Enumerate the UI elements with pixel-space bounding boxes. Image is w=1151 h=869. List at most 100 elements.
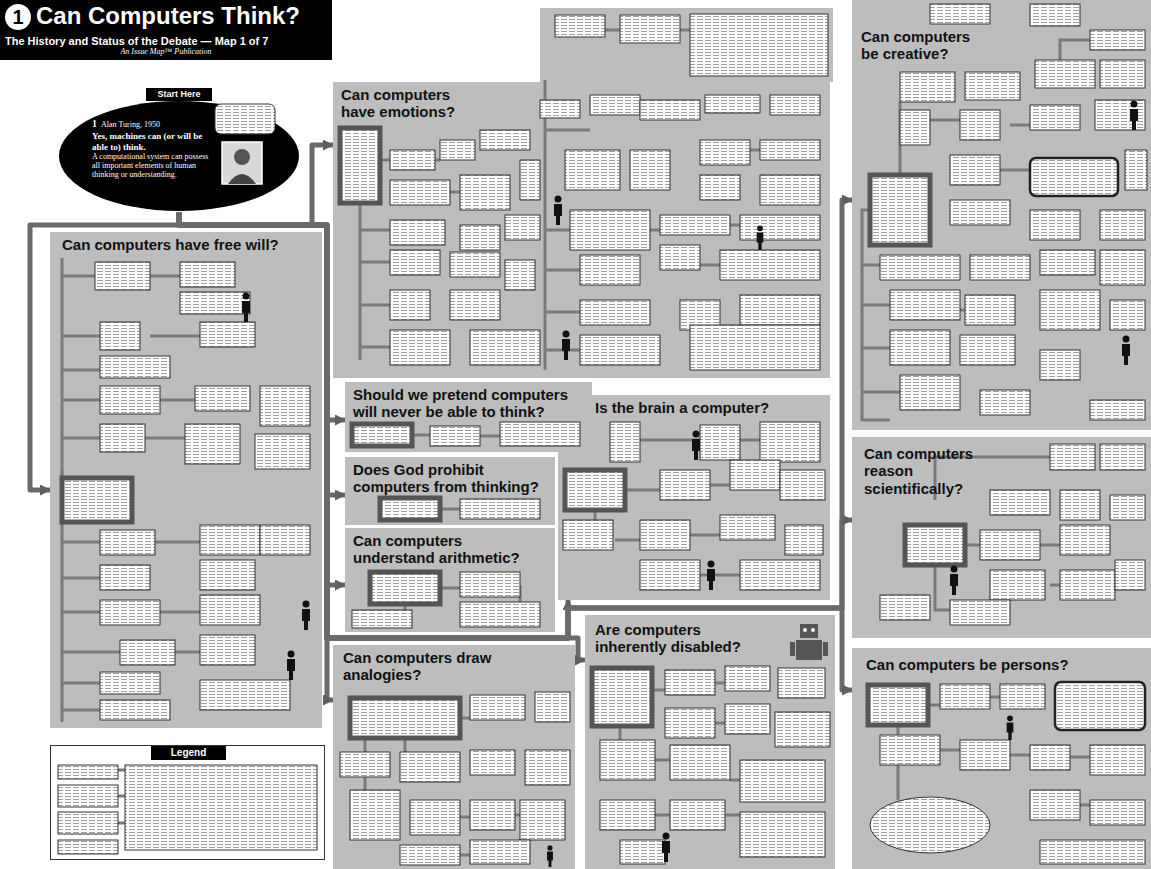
argument-boxes bbox=[890, 330, 950, 365]
panel-flow-arrows bbox=[62, 470, 125, 823]
argument-boxes bbox=[900, 110, 930, 145]
key-question-boxes bbox=[868, 685, 928, 725]
emotions-top-strip bbox=[540, 8, 833, 82]
portrait-photo bbox=[234, 149, 250, 165]
argument-boxes bbox=[1090, 30, 1145, 50]
robot-picture bbox=[790, 624, 828, 660]
argument-boxes bbox=[960, 740, 1010, 770]
argument-boxes bbox=[200, 595, 260, 625]
argument-boxes bbox=[580, 335, 660, 365]
start-text-column: 1Alan Turing, 1950Yes, machines can (or … bbox=[92, 118, 210, 180]
argument-boxes bbox=[1030, 745, 1070, 770]
region-heading: Does God prohibit computers from thinkin… bbox=[353, 461, 551, 496]
panel-flow-arrows bbox=[405, 435, 520, 610]
region-heading: Is the brain a computer? bbox=[595, 399, 815, 416]
argument-boxes bbox=[1050, 444, 1095, 470]
key-question-boxes bbox=[370, 572, 440, 604]
key-question-boxes bbox=[870, 175, 930, 245]
argument-boxes bbox=[200, 635, 255, 665]
argument-boxes bbox=[100, 700, 170, 720]
argument-boxes bbox=[460, 225, 500, 250]
region-heading-holder: Can computers understand arithmetic? bbox=[353, 532, 533, 567]
argument-boxes bbox=[100, 386, 160, 414]
argument-boxes bbox=[460, 175, 510, 210]
key-question-boxes bbox=[352, 424, 412, 446]
argument-boxes bbox=[980, 390, 1030, 415]
argument-boxes bbox=[100, 565, 150, 590]
argument-boxes bbox=[725, 666, 770, 691]
argument-boxes bbox=[470, 330, 540, 365]
argument-boxes bbox=[58, 765, 118, 779]
argument-boxes bbox=[660, 470, 710, 500]
panel-flow-arrows bbox=[62, 30, 1090, 855]
silhouette-figures bbox=[757, 225, 764, 250]
argument-boxes bbox=[390, 220, 445, 245]
callout-number: 1 bbox=[5, 4, 31, 30]
panel-flow-arrows bbox=[360, 30, 760, 370]
argument-boxes bbox=[390, 150, 435, 170]
region-heading: Are computers inherently disabled? bbox=[595, 621, 765, 656]
argument-boxes bbox=[200, 680, 290, 710]
argument-boxes bbox=[470, 750, 515, 775]
argument-boxes bbox=[1125, 150, 1147, 190]
portrait-photo bbox=[228, 174, 256, 184]
key-question-boxes bbox=[592, 668, 652, 726]
argument-boxes bbox=[890, 290, 960, 320]
argument-boxes bbox=[930, 4, 990, 24]
question-region: Are computers inherently disabled? bbox=[585, 615, 835, 869]
argument-boxes bbox=[640, 520, 690, 550]
highlight-boxes bbox=[1055, 682, 1145, 730]
argument-boxes bbox=[460, 602, 540, 627]
argument-boxes bbox=[740, 760, 825, 802]
argument-boxes bbox=[760, 422, 820, 462]
start-tab: Start Here bbox=[146, 88, 212, 101]
argument-boxes bbox=[58, 840, 118, 854]
argument-boxes bbox=[740, 215, 820, 240]
region-heading-holder: Can computers be persons? bbox=[866, 656, 1126, 673]
robot-picture bbox=[803, 628, 807, 632]
silhouette-figures bbox=[1007, 715, 1014, 740]
panel-flow-arrows bbox=[365, 718, 520, 855]
question-region: Can computers have emotions? bbox=[333, 82, 830, 378]
argument-boxes bbox=[670, 745, 730, 780]
question-region: Is the brain a computer? bbox=[558, 395, 830, 600]
ellipse-shape bbox=[59, 101, 299, 211]
argument-boxes bbox=[990, 570, 1045, 600]
argument-boxes bbox=[563, 520, 613, 550]
argument-boxes bbox=[770, 95, 820, 115]
argument-boxes bbox=[1030, 4, 1080, 26]
argument-boxes bbox=[640, 100, 700, 120]
argument-boxes bbox=[1090, 400, 1145, 420]
argument-boxes bbox=[775, 712, 830, 747]
region-heading-holder: Should we pretend computers will never b… bbox=[353, 386, 588, 421]
argument-boxes bbox=[505, 215, 540, 240]
argument-boxes bbox=[620, 840, 665, 864]
argument-boxes bbox=[900, 375, 960, 410]
argument-boxes bbox=[690, 14, 828, 76]
region-heading-holder: Can computers draw analogies? bbox=[343, 649, 508, 684]
region-heading-holder: Are computers inherently disabled? bbox=[595, 621, 765, 656]
argument-boxes bbox=[100, 672, 160, 694]
silhouette-figures bbox=[950, 566, 958, 596]
question-region: Can computers be persons? bbox=[852, 648, 1151, 869]
key-question-boxes bbox=[62, 128, 965, 738]
argument-boxes bbox=[390, 250, 440, 275]
argument-boxes bbox=[640, 560, 700, 590]
highlight-boxes bbox=[1030, 158, 1118, 196]
author-name: Alan Turing, 1950 bbox=[101, 119, 160, 131]
argument-boxes bbox=[400, 845, 460, 865]
region-heading-holder: Is the brain a computer? bbox=[595, 399, 815, 416]
argument-boxes bbox=[500, 422, 580, 446]
argument-boxes bbox=[480, 130, 530, 150]
argument-boxes bbox=[580, 300, 650, 325]
argument-boxes bbox=[740, 560, 820, 590]
argument-boxes bbox=[960, 110, 1000, 140]
argument-boxes bbox=[600, 800, 655, 830]
argument-boxes bbox=[880, 735, 940, 765]
argument-boxes bbox=[390, 180, 450, 205]
region-heading: Can computers be persons? bbox=[866, 656, 1126, 673]
panel-flow-arrows bbox=[898, 697, 1090, 805]
argument-boxes bbox=[778, 668, 825, 698]
argument-boxes bbox=[1115, 560, 1145, 590]
argument-boxes bbox=[450, 290, 500, 320]
